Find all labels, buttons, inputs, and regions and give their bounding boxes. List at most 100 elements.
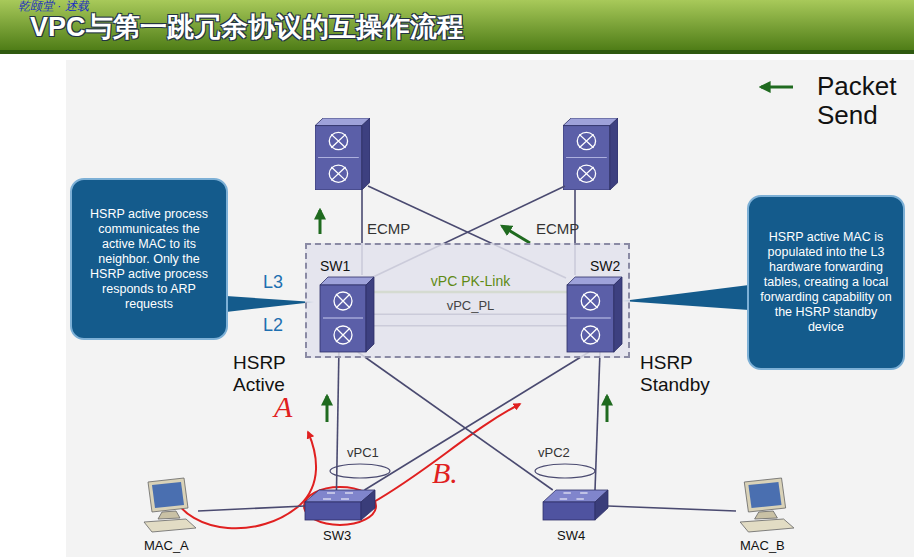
port-channel-ring [535, 464, 595, 478]
port-channel-ring [330, 464, 390, 478]
switch-symbol [579, 167, 593, 180]
callout-box: HSRP active MAC is populated into the L3… [747, 195, 905, 370]
switch-side [361, 490, 375, 520]
packet-arrow [326, 396, 329, 422]
switch-icon [320, 277, 374, 352]
switch-symbol [329, 132, 347, 149]
annotation-label: ECMP [367, 220, 410, 237]
legend-text: Packet Send [817, 72, 909, 130]
switch-symbol [579, 134, 593, 147]
device-label: SW4 [557, 528, 585, 543]
switch-symbol [577, 132, 595, 149]
pc-stand [158, 511, 180, 519]
switch-symbol [583, 328, 597, 342]
device-label: SW2 [590, 258, 620, 274]
switch-symbol [331, 134, 345, 147]
switch-icon [567, 277, 622, 352]
pc-monitor [148, 478, 188, 512]
handwritten-note: A [274, 390, 292, 425]
watermark: 乾颐堂 · 述载 [18, 0, 89, 14]
callout-box: HSRP active process communicates the act… [70, 178, 228, 340]
switch-top [320, 277, 374, 285]
layer-label: L2 [263, 315, 283, 336]
device-node: SW4 [543, 490, 608, 522]
annotation-label: HSRP Active [233, 352, 305, 396]
pc-screen [748, 482, 781, 508]
graphic-part [358, 352, 553, 490]
diagram-title: VPC与第一跳冗余协议的互操作流程 [30, 9, 464, 45]
core-switch [563, 118, 618, 190]
switch-symbol [583, 294, 597, 308]
annotation-label: vPC2 [538, 446, 570, 461]
handwritten-note: B. [432, 456, 458, 491]
annotation-label: vPC1 [347, 446, 379, 461]
switch-symbol [560, 493, 588, 499]
network-link [198, 506, 305, 511]
switch-symbol [329, 165, 347, 182]
device-node: SW1 [320, 277, 374, 352]
switch-symbol [334, 292, 352, 310]
switch-side [614, 277, 622, 352]
annotation-label: HSRP Standby [640, 352, 722, 396]
annotation-label: ECMP [536, 220, 579, 237]
switch-front [567, 285, 614, 352]
switch-front [315, 126, 362, 190]
device-label: SW1 [320, 258, 350, 274]
network-link [337, 352, 339, 490]
packet-arrow [606, 396, 609, 422]
device-node: SW2 [567, 277, 622, 352]
graphic-part [365, 352, 590, 490]
pc-stand [755, 511, 778, 519]
packet-arrow [319, 210, 322, 234]
legend-arrow [761, 86, 793, 89]
switch-symbol [336, 294, 350, 308]
device-node: MAC_B [736, 478, 796, 533]
switch-symbol [323, 493, 353, 499]
graphic-part [595, 352, 600, 490]
callout-text: HSRP active MAC is populated into the L3… [759, 230, 893, 335]
layer-label: L3 [263, 272, 283, 293]
switch-side [595, 490, 608, 520]
graphic-part [198, 506, 305, 511]
switch-divider [566, 157, 607, 158]
graphic-part [608, 506, 736, 511]
pc-monitor [744, 478, 785, 512]
device-label: SW3 [323, 528, 351, 543]
device-node: SW3 [305, 490, 375, 522]
switch-icon [543, 490, 608, 522]
switch-front [320, 285, 366, 352]
switch-side [366, 277, 374, 352]
pc-screen [152, 482, 184, 508]
link-label: vPC PK-Link [431, 273, 510, 289]
callout-text: HSRP active process communicates the act… [82, 207, 216, 312]
switch-symbol [336, 328, 350, 342]
device-label: MAC_A [144, 538, 189, 553]
network-link [608, 506, 736, 511]
switch-symbol [334, 326, 352, 344]
device-label: MAC_B [740, 538, 785, 553]
network-link [595, 352, 600, 490]
switch-top [315, 118, 370, 126]
pc-icon [140, 478, 198, 533]
device-node: MAC_A [140, 478, 198, 533]
switch-symbol [577, 165, 595, 182]
hand-path [372, 404, 520, 503]
hand-circle [304, 487, 376, 525]
graphic-part [337, 352, 339, 490]
network-link [365, 352, 590, 490]
pc-keyboard [740, 519, 794, 532]
switch-front [563, 126, 610, 190]
switch-symbol [331, 167, 345, 180]
switch-divider [318, 157, 359, 158]
switch-side [362, 118, 370, 190]
pc-keyboard [144, 519, 196, 532]
content-panel [66, 60, 914, 557]
switch-front [305, 502, 361, 520]
switch-symbol [581, 292, 599, 310]
switch-divider [570, 318, 611, 319]
switch-divider [323, 318, 363, 319]
switch-icon [305, 490, 375, 522]
link-label: vPC_PL [447, 298, 495, 313]
switch-side [610, 118, 618, 190]
